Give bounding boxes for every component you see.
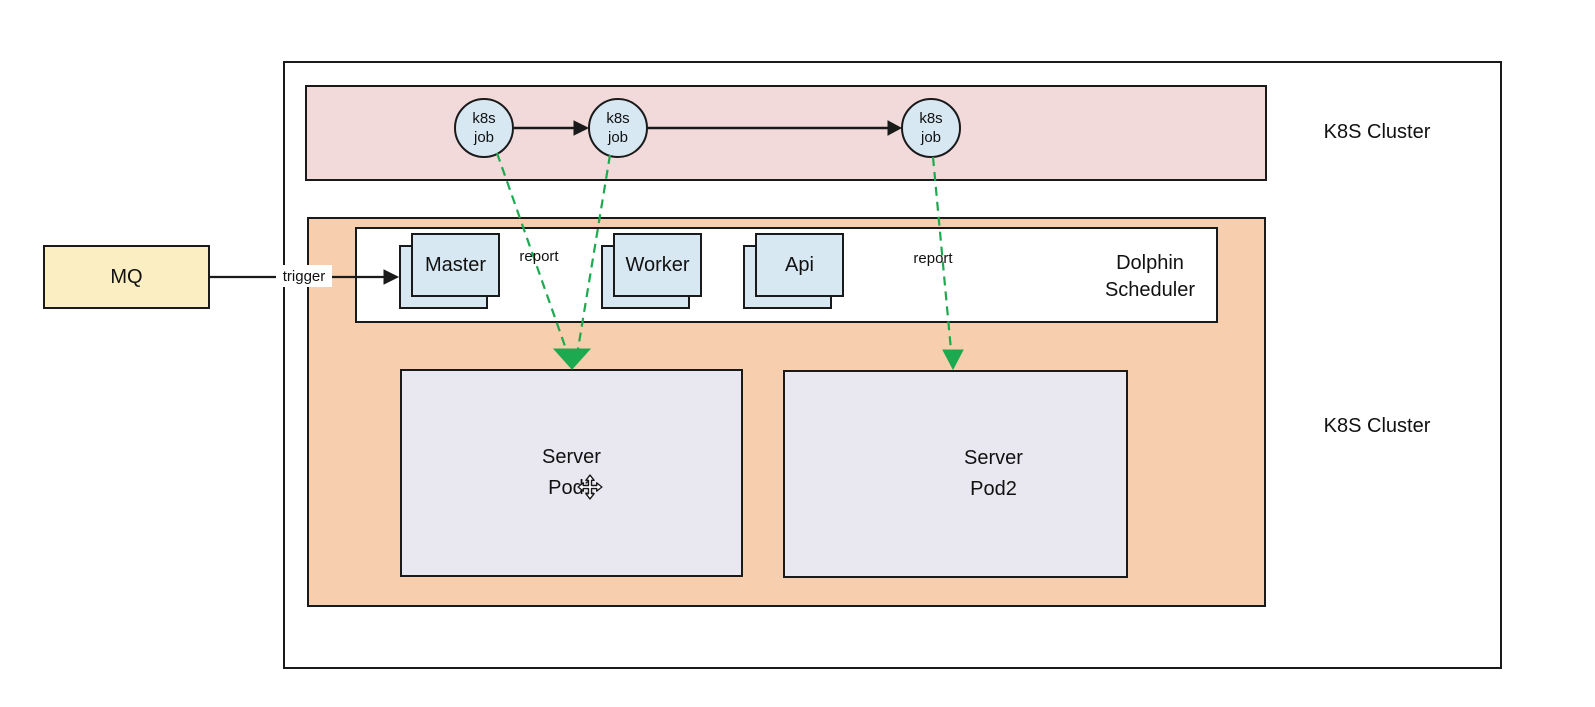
jobs-band[interactable] <box>305 85 1267 181</box>
job1-label-line2: job <box>473 129 495 146</box>
job2-label-line1: k8s <box>606 110 630 127</box>
master-card-front: Master <box>411 233 500 297</box>
scheduler-title-line2: Scheduler <box>1104 279 1196 301</box>
k8s-job-node-3[interactable]: k8s job <box>901 98 961 158</box>
api-card-front: Api <box>755 233 844 297</box>
k8s-cluster-label-top[interactable]: K8S Cluster <box>1323 121 1431 143</box>
job2-label-line2: job <box>607 129 629 146</box>
mq-node[interactable]: MQ <box>43 245 210 309</box>
k8s-job-node-1[interactable]: k8s job <box>454 98 514 158</box>
scheduler-title-line1: Dolphin <box>1116 252 1184 274</box>
pod1-label-line1: Server <box>542 446 601 468</box>
pod2-label-line2: Pod2 <box>970 478 1017 500</box>
move-cursor-icon <box>577 474 603 500</box>
job1-label-line1: k8s <box>472 110 496 127</box>
worker-stack[interactable]: Worker <box>601 233 703 310</box>
job3-label-line1: k8s <box>919 110 943 127</box>
job3-label-line2: job <box>920 129 942 146</box>
k8s-job-node-2[interactable]: k8s job <box>588 98 648 158</box>
trigger-label[interactable]: trigger <box>276 265 332 287</box>
report-label-left[interactable]: report <box>519 248 559 265</box>
k8s-cluster-label-bottom[interactable]: K8S Cluster <box>1323 415 1431 437</box>
api-label: Api <box>785 253 814 276</box>
mq-label: MQ <box>110 265 143 288</box>
pod2-label-line1: Server <box>964 447 1023 469</box>
server-pod1-node[interactable]: Server Pod1 <box>400 369 743 577</box>
api-stack[interactable]: Api <box>743 233 845 310</box>
master-stack[interactable]: Master <box>399 233 501 310</box>
scheduler-title: Dolphin Scheduler <box>1060 250 1240 304</box>
server-pod2-label: Server Pod2 <box>964 443 1023 505</box>
worker-card-front: Worker <box>613 233 702 297</box>
worker-label: Worker <box>625 253 690 276</box>
report-label-right[interactable]: report <box>913 250 953 267</box>
server-pod2-node[interactable]: Server Pod2 <box>783 370 1128 578</box>
master-label: Master <box>424 253 487 276</box>
